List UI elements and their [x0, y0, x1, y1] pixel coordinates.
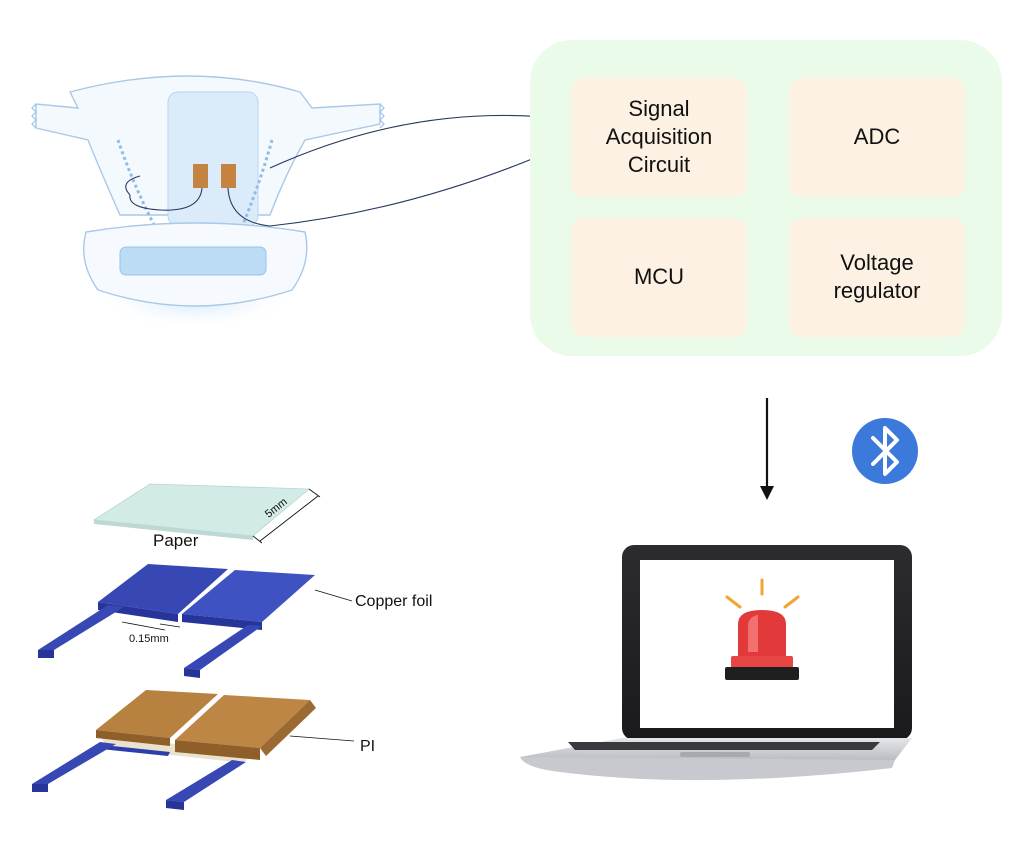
signal-acquisition-circuit-block: Signal Acquisition Circuit — [571, 77, 747, 197]
alarm-beacon-icon — [725, 578, 800, 680]
copper-foil-label: Copper foil — [355, 593, 433, 610]
voltage-regulator-block: Voltage regulator — [789, 217, 965, 337]
paper-layer — [92, 483, 321, 544]
electrode-right — [221, 164, 236, 188]
down-arrow-icon — [760, 398, 774, 500]
mcu-block: MCU — [571, 217, 747, 337]
pi-layer — [32, 690, 355, 810]
paper-label: Paper — [153, 531, 199, 550]
laptop-icon — [520, 545, 912, 781]
copper-foil-layer — [38, 564, 353, 678]
pi-label: PI — [360, 738, 376, 755]
bluetooth-icon — [852, 418, 918, 484]
gap-dimension-label: 0.15mm — [129, 633, 169, 645]
adc-block: ADC — [789, 77, 965, 197]
diaper-illustration — [31, 75, 573, 330]
electrode-left — [193, 164, 208, 188]
